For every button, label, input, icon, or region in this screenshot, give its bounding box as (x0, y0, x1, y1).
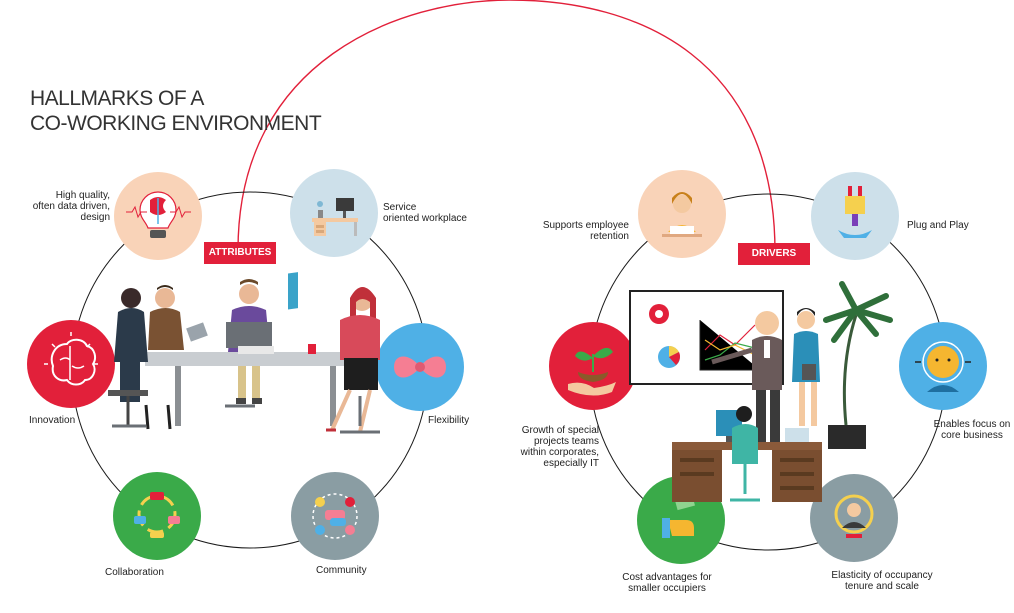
attributes-tag: ATTRIBUTES (204, 242, 276, 264)
label-flexibility: Flexibility (428, 415, 470, 426)
label-innovation: Innovation (29, 415, 76, 426)
brain-icon (27, 320, 115, 408)
title-line-1: HALLMARKS OF A (30, 87, 204, 110)
label-design: High quality, often data driven, design (32, 190, 110, 223)
meeting-table-illustration (108, 272, 380, 434)
plant-hand-icon (549, 322, 637, 410)
label-cost: Cost advantages for smaller occupiers (622, 572, 712, 594)
employee-icon (638, 170, 726, 258)
collaboration-cycle-icon (113, 472, 201, 560)
label-focus: Enables focus on core business (933, 419, 1011, 441)
brain-bulb-icon (114, 172, 202, 260)
title-line-2: CO-WORKING ENVIRONMENT (30, 112, 322, 135)
desk-icon (290, 169, 378, 257)
label-growth: Growth of special projects teams within … (520, 425, 599, 469)
presentation-illustration (629, 281, 893, 502)
page-title: HALLMARKS OF A CO-WORKING ENVIRONMENT (30, 86, 322, 136)
label-retention: Supports employee retention (542, 220, 629, 242)
person-gauge-icon (810, 474, 898, 562)
label-plug-play: Plug and Play (907, 220, 969, 231)
label-service: Service oriented workplace (383, 202, 467, 224)
connector-arc (237, 0, 776, 253)
focus-face-icon (899, 322, 987, 410)
bow-icon (376, 323, 464, 411)
plug-icon (811, 172, 899, 260)
drivers-tag: DRIVERS (738, 243, 810, 265)
label-community: Community (316, 565, 367, 576)
community-icon (291, 472, 379, 560)
label-collaboration: Collaboration (105, 567, 164, 578)
label-elasticity: Elasticity of occupancy tenure and scale (831, 570, 933, 592)
